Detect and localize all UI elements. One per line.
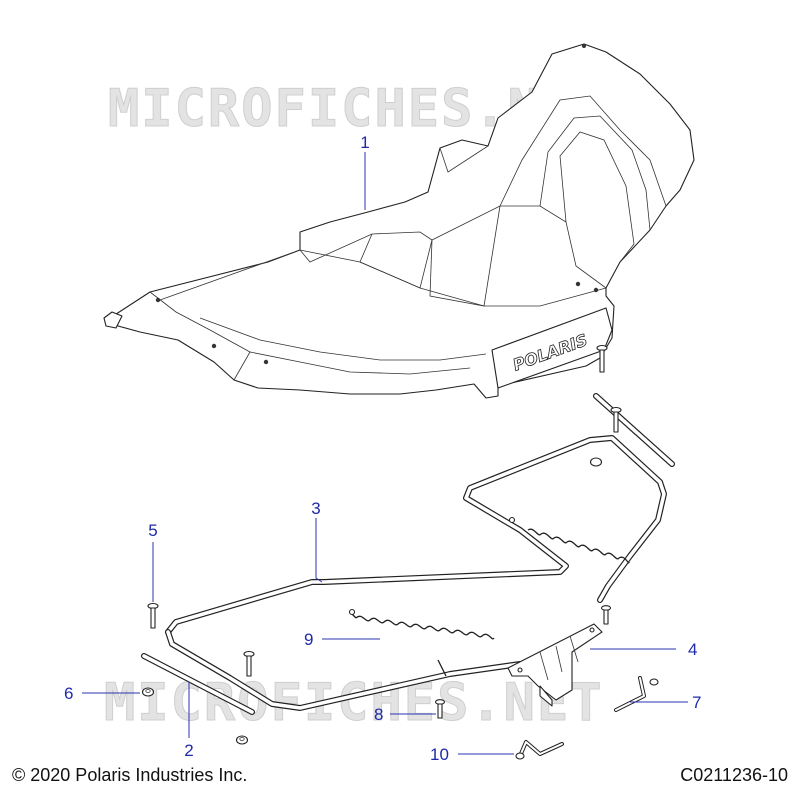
- callout-9: 9: [304, 630, 313, 649]
- rack-frame: [165, 393, 675, 711]
- hood-screw: [596, 344, 608, 373]
- callout-8: 8: [374, 705, 383, 724]
- callout-3: 3: [311, 499, 320, 518]
- callout-5: 5: [148, 521, 157, 540]
- screw-part-8: [434, 699, 446, 719]
- pin-part-10: [515, 740, 564, 760]
- hood-cover: POLARIS: [103, 43, 695, 399]
- spring-upper: [508, 516, 630, 564]
- cross-tube: [141, 653, 255, 715]
- diagram-code: C0211236-10: [680, 765, 788, 785]
- copyright-text: © 2020 Polaris Industries Inc.: [12, 765, 248, 785]
- nut-part-6: [141, 687, 155, 697]
- mounting-bracket: [507, 623, 603, 707]
- watermark-bottom: MICROFICHES.NET: [104, 673, 604, 733]
- callout-6: 6: [64, 684, 73, 703]
- nut-upper: [589, 457, 603, 467]
- callout-1: 1: [360, 133, 369, 152]
- callout-10: 10: [430, 745, 449, 764]
- screw-upper-right: [610, 406, 622, 433]
- spring-lower: [348, 608, 495, 677]
- pin-part-7: [614, 676, 659, 712]
- nut-bottom: [235, 735, 249, 745]
- callout-2: 2: [184, 741, 193, 760]
- callout-7: 7: [692, 693, 701, 712]
- screw-right: [600, 605, 612, 625]
- screw-center: [243, 650, 255, 677]
- callout-4: 4: [688, 640, 697, 659]
- screw-part-5: [147, 602, 159, 629]
